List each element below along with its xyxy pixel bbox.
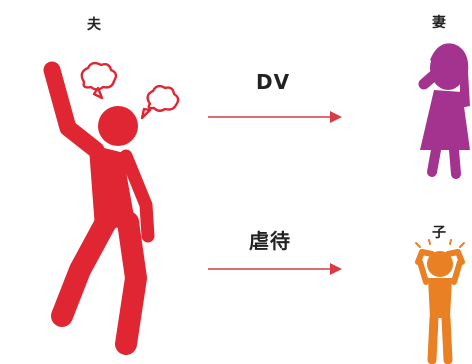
fear-marks-icon (415, 239, 465, 248)
frightened-child-icon (415, 239, 465, 364)
wife-label: 妻 (432, 15, 446, 31)
angry-man-icon (43, 61, 180, 355)
dv-label: DV (256, 70, 291, 94)
crying-woman-icon (418, 43, 470, 179)
abuse-label: 虐待 (249, 229, 291, 253)
husband-label: 夫 (87, 17, 101, 33)
child-label: 子 (432, 225, 446, 241)
anger-puff-icon (80, 61, 180, 120)
abuse-arrow (208, 263, 342, 275)
dv-arrow (208, 111, 342, 123)
